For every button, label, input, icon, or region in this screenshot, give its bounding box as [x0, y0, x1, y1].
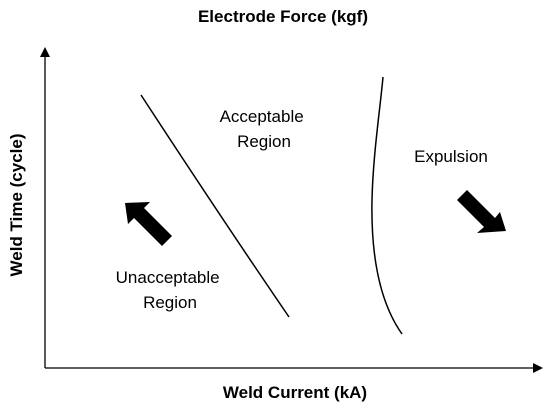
acceptable-region-label-line1: Acceptable	[220, 107, 304, 126]
min-current-boundary-curve	[140, 94, 290, 318]
expulsion-boundary-curve	[371, 76, 403, 335]
unacceptable-region-label-line1: Unacceptable	[116, 268, 220, 287]
unacceptable-region-label: Unacceptable Region	[116, 268, 225, 312]
up-left-arrow-icon	[125, 202, 172, 246]
acceptable-region-label: Acceptable Region	[220, 107, 309, 151]
diagram-title: Electrode Force (kgf)	[198, 7, 368, 26]
down-right-arrow-icon	[457, 190, 506, 233]
expulsion-region-label: Expulsion	[414, 147, 488, 166]
y-axis-label: Weld Time (cycle)	[7, 134, 26, 277]
acceptable-region-label-line2: Region	[237, 132, 291, 151]
x-axis-label: Weld Current (kA)	[223, 383, 367, 402]
unacceptable-region-label-line2: Region	[143, 293, 197, 312]
